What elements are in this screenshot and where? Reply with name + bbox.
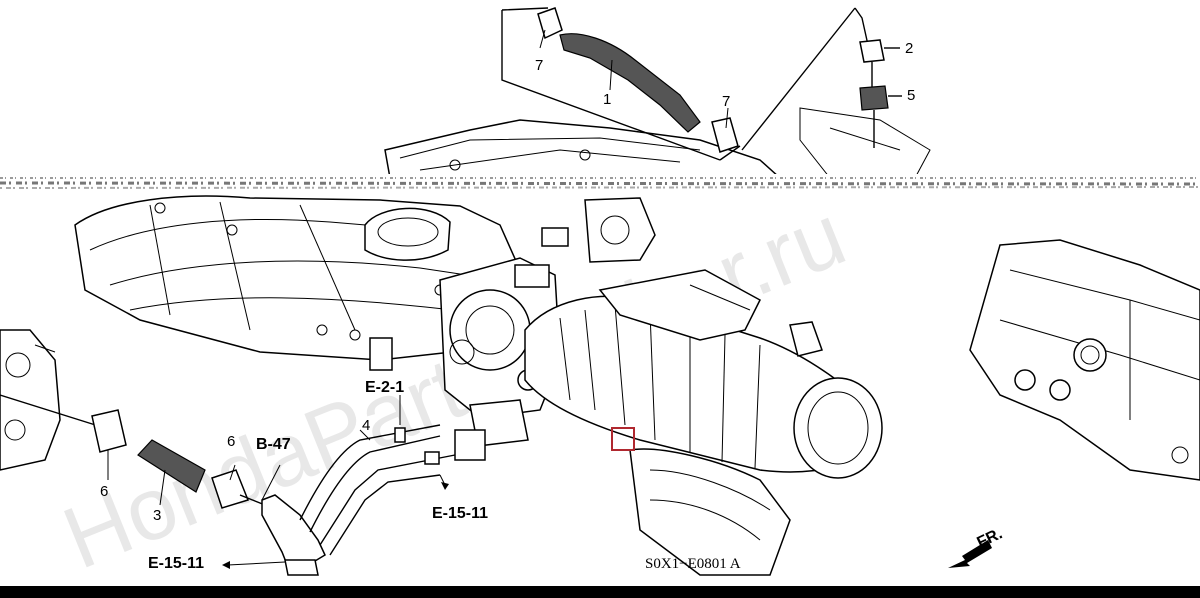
callout-4: 4 bbox=[362, 417, 370, 434]
pcv-valve-assembly bbox=[741, 7, 902, 151]
engine-block-right bbox=[969, 239, 1200, 481]
scan-noise-band bbox=[0, 174, 1200, 192]
engine-cover-upper bbox=[384, 107, 931, 179]
callout-7-left: 7 bbox=[535, 57, 543, 74]
front-direction-arrow: FR. bbox=[948, 525, 1005, 568]
leader-lines bbox=[107, 29, 729, 569]
intake-manifold bbox=[74, 195, 521, 371]
callout-2: 2 bbox=[905, 40, 913, 57]
hose-part-1 bbox=[501, 7, 741, 161]
callout-1: 1 bbox=[603, 91, 611, 108]
callout-7-right: 7 bbox=[722, 93, 730, 110]
highlight-box bbox=[611, 427, 635, 451]
bottom-border bbox=[0, 586, 1200, 598]
callout-3: 3 bbox=[153, 507, 161, 524]
valve-part-5 bbox=[859, 85, 889, 111]
ref-b-47: B-47 bbox=[256, 436, 291, 453]
hose-part-3 bbox=[0, 394, 266, 509]
ref-e-15-11-right: E-15-11 bbox=[432, 505, 488, 522]
tube-part-2 bbox=[859, 39, 885, 63]
diagram-code: S0X1−E0801 A bbox=[645, 556, 741, 572]
clamp-right bbox=[211, 469, 249, 509]
ref-e-2-1: E-2-1 bbox=[365, 379, 404, 396]
intake-air-duct bbox=[524, 269, 883, 576]
callout-6-left: 6 bbox=[100, 483, 108, 500]
clamp-left bbox=[91, 409, 127, 453]
hose-3-body bbox=[137, 439, 206, 493]
callout-6-right: 6 bbox=[227, 433, 235, 450]
callouts: 7 1 7 2 5 6 3 6 4 bbox=[100, 40, 915, 524]
water-pipe-part-4 bbox=[261, 424, 456, 576]
section-references: E-2-1 B-47 E-15-11 E-15-11 bbox=[148, 379, 488, 572]
callout-5: 5 bbox=[907, 87, 915, 104]
thermostat-housing bbox=[0, 329, 61, 471]
direction-label: FR. bbox=[975, 525, 1006, 551]
ref-e-15-11-left: E-15-11 bbox=[148, 555, 204, 572]
